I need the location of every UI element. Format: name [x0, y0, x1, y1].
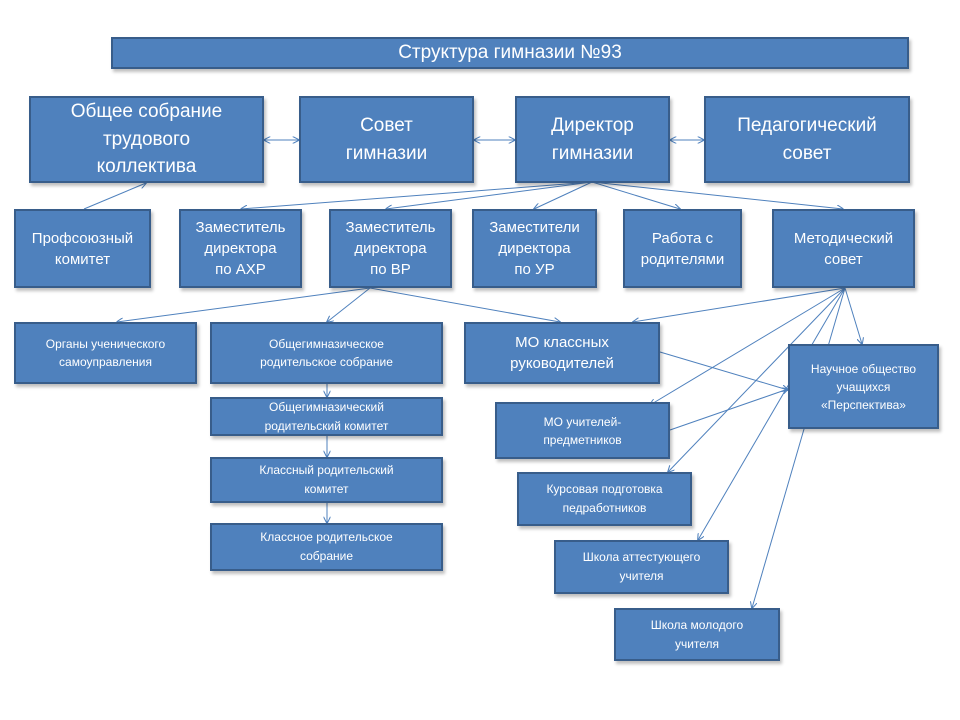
arrow-tradeunion-meeting [83, 183, 146, 210]
gymnasium-council-box: Совет гимназии [299, 96, 474, 183]
director-box: Директор гимназии [515, 96, 670, 183]
methodical-council-box: Методический совет [772, 209, 915, 288]
arrow-director-methodical [591, 181, 843, 209]
pedagogical-council-box: Педагогический совет [704, 96, 910, 183]
mo-class-leaders-box: МО классных руководителей [464, 322, 660, 384]
parent-meeting-general-box: Общегимназическое родительское собрание [210, 322, 443, 384]
class-parent-meeting-box: Классное родительское собрание [210, 523, 443, 571]
parent-committee-general-box: Общегимназический родительский комитет [210, 397, 443, 436]
mo-subject-teachers-box: МО учителей- предметников [495, 402, 670, 459]
class-parent-committee-box: Классный родительский комитет [210, 457, 443, 503]
arrow-director-parents [591, 181, 680, 209]
general-meeting-box: Общее собрание трудового коллектива [29, 96, 264, 183]
arrow-director-ur [534, 181, 593, 209]
arrow-methodical-course [668, 287, 846, 472]
arrow-methodical-certifying [698, 287, 846, 540]
arrow-moclass-scientific [659, 351, 788, 390]
deputy-vr-box: Заместитель директора по ВР [329, 209, 452, 288]
arrow-vr-parentmeeting [327, 287, 371, 322]
deputy-ur-box: Заместители директора по УР [472, 209, 597, 288]
arrow-director-ahr [241, 181, 593, 209]
arrow-methodical-young [752, 287, 846, 608]
arrow-methodical-mosubject [650, 287, 846, 405]
course-training-box: Курсовая подготовка педработников [517, 472, 692, 526]
certifying-teacher-school-box: Школа аттестующего учителя [554, 540, 729, 594]
arrow-vr-moclass [369, 287, 560, 322]
deputy-ahr-box: Заместитель директора по АХР [179, 209, 302, 288]
scientific-society-box: Научное общество учащихся «Перспектива» [788, 344, 939, 429]
student-government-box: Органы ученического самоуправления [14, 322, 197, 384]
young-teacher-school-box: Школа молодого учителя [614, 608, 780, 661]
arrow-methodical-scientific [844, 287, 862, 344]
page-title: Структура гимназии №93 [111, 37, 909, 69]
trade-union-box: Профсоюзный комитет [14, 209, 151, 288]
arrow-director-vr [386, 181, 593, 209]
arrow-vr-studentgov [117, 287, 371, 322]
arrow-methodical-moclass [633, 287, 846, 322]
parents-work-box: Работа с родителями [623, 209, 742, 288]
arrow-mosubject-scientific [669, 389, 788, 431]
